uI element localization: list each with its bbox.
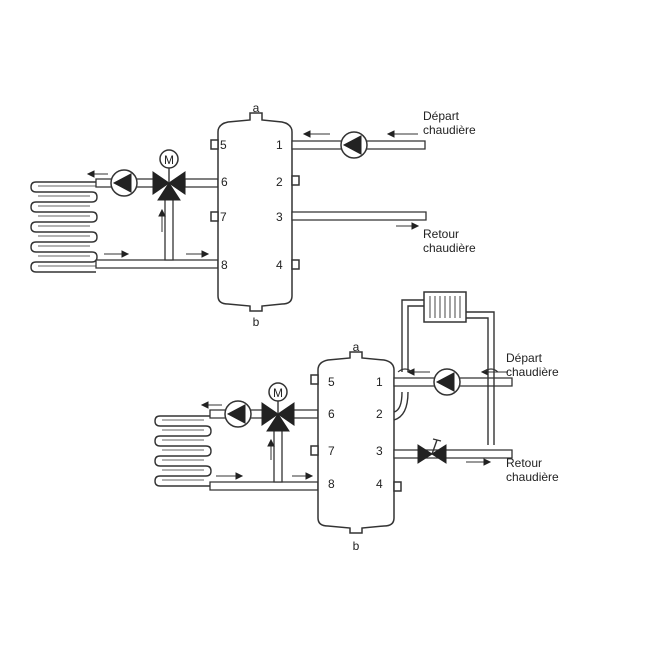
retour-label: Retour — [423, 227, 459, 241]
port2-label-3: 3 — [376, 444, 383, 458]
port2-connection — [393, 391, 403, 413]
motor-icon — [159, 149, 179, 169]
check-valve — [417, 438, 447, 464]
tank2-top-label: a — [353, 340, 360, 354]
pump-secondary — [110, 169, 138, 197]
secondary-return-pipe — [95, 259, 219, 269]
tank-top-label: a — [253, 101, 260, 115]
port-label-1: 1 — [276, 138, 283, 152]
floor-heating-coil-2 — [154, 415, 212, 487]
depart-label: Départ — [423, 109, 460, 123]
port-label-6: 6 — [221, 175, 228, 189]
port-label-8: 8 — [221, 258, 228, 272]
port-label-2: 2 — [276, 175, 283, 189]
pump-boiler — [340, 131, 368, 159]
port6-pipe — [184, 178, 219, 188]
radiator-supply-outer — [401, 299, 424, 372]
floor-heating-coil — [30, 181, 98, 273]
depart-label-d2-2: chaudière — [506, 365, 559, 379]
buffer-tank-2 — [317, 351, 395, 534]
sensor-pocket-2 — [291, 175, 300, 186]
secondary-return-pipe-2 — [209, 481, 319, 491]
port2-label-8: 8 — [328, 477, 335, 491]
sensor-pocket-4 — [291, 259, 300, 270]
sensor-pocket2-7 — [310, 445, 319, 456]
radiator — [423, 291, 467, 323]
three-way-valve: M — [152, 149, 186, 201]
depart-label-2: chaudière — [423, 123, 476, 137]
three-way-valve-2: M — [261, 382, 295, 432]
diagram-2: M a b 5 6 7 8 1 2 3 4 — [154, 291, 559, 553]
pump-secondary-2 — [224, 400, 252, 428]
retour-label-2: chaudière — [423, 241, 476, 255]
sensor-pocket-7 — [210, 211, 219, 222]
port2-label-2: 2 — [376, 407, 383, 421]
port-label-4: 4 — [276, 258, 283, 272]
retour-label-d2-2: chaudière — [506, 470, 559, 484]
port2-label-1: 1 — [376, 375, 383, 389]
bypass-pipe — [164, 197, 174, 261]
motor-label-2: M — [273, 386, 283, 400]
radiator-supply-inner — [407, 305, 424, 372]
tank2-bottom-label: b — [353, 539, 360, 553]
diagram-1: M a b 5 6 7 8 1 2 3 4 — [30, 101, 476, 329]
flow-arrows-1 — [86, 170, 210, 258]
depart-label-d2: Départ — [506, 351, 543, 365]
sensor-pocket2-5 — [310, 374, 319, 385]
port6-pipe-2 — [292, 409, 319, 419]
sensor-pocket2-4 — [393, 481, 402, 492]
boiler-return-pipe-2 — [393, 449, 513, 459]
sensor-pocket-5 — [210, 139, 219, 150]
radiator-return-outer — [466, 311, 495, 445]
flow-arrows-2 — [200, 401, 314, 480]
port2-label-6: 6 — [328, 407, 335, 421]
boiler-return-pipe — [291, 211, 427, 221]
tank-bottom-label: b — [253, 315, 260, 329]
motor-icon-2 — [268, 382, 288, 402]
motor-label: M — [164, 153, 174, 167]
port-label-5: 5 — [220, 138, 227, 152]
pump-boiler-2 — [433, 368, 461, 396]
port-label-3: 3 — [276, 210, 283, 224]
port-label-7: 7 — [220, 210, 227, 224]
port2-label-4: 4 — [376, 477, 383, 491]
bypass-pipe-2 — [273, 427, 283, 483]
port2-label-7: 7 — [328, 444, 335, 458]
retour-label-d2: Retour — [506, 456, 542, 470]
port2-label-5: 5 — [328, 375, 335, 389]
buffer-tank — [217, 112, 293, 312]
radiator-return-inner — [466, 317, 489, 445]
